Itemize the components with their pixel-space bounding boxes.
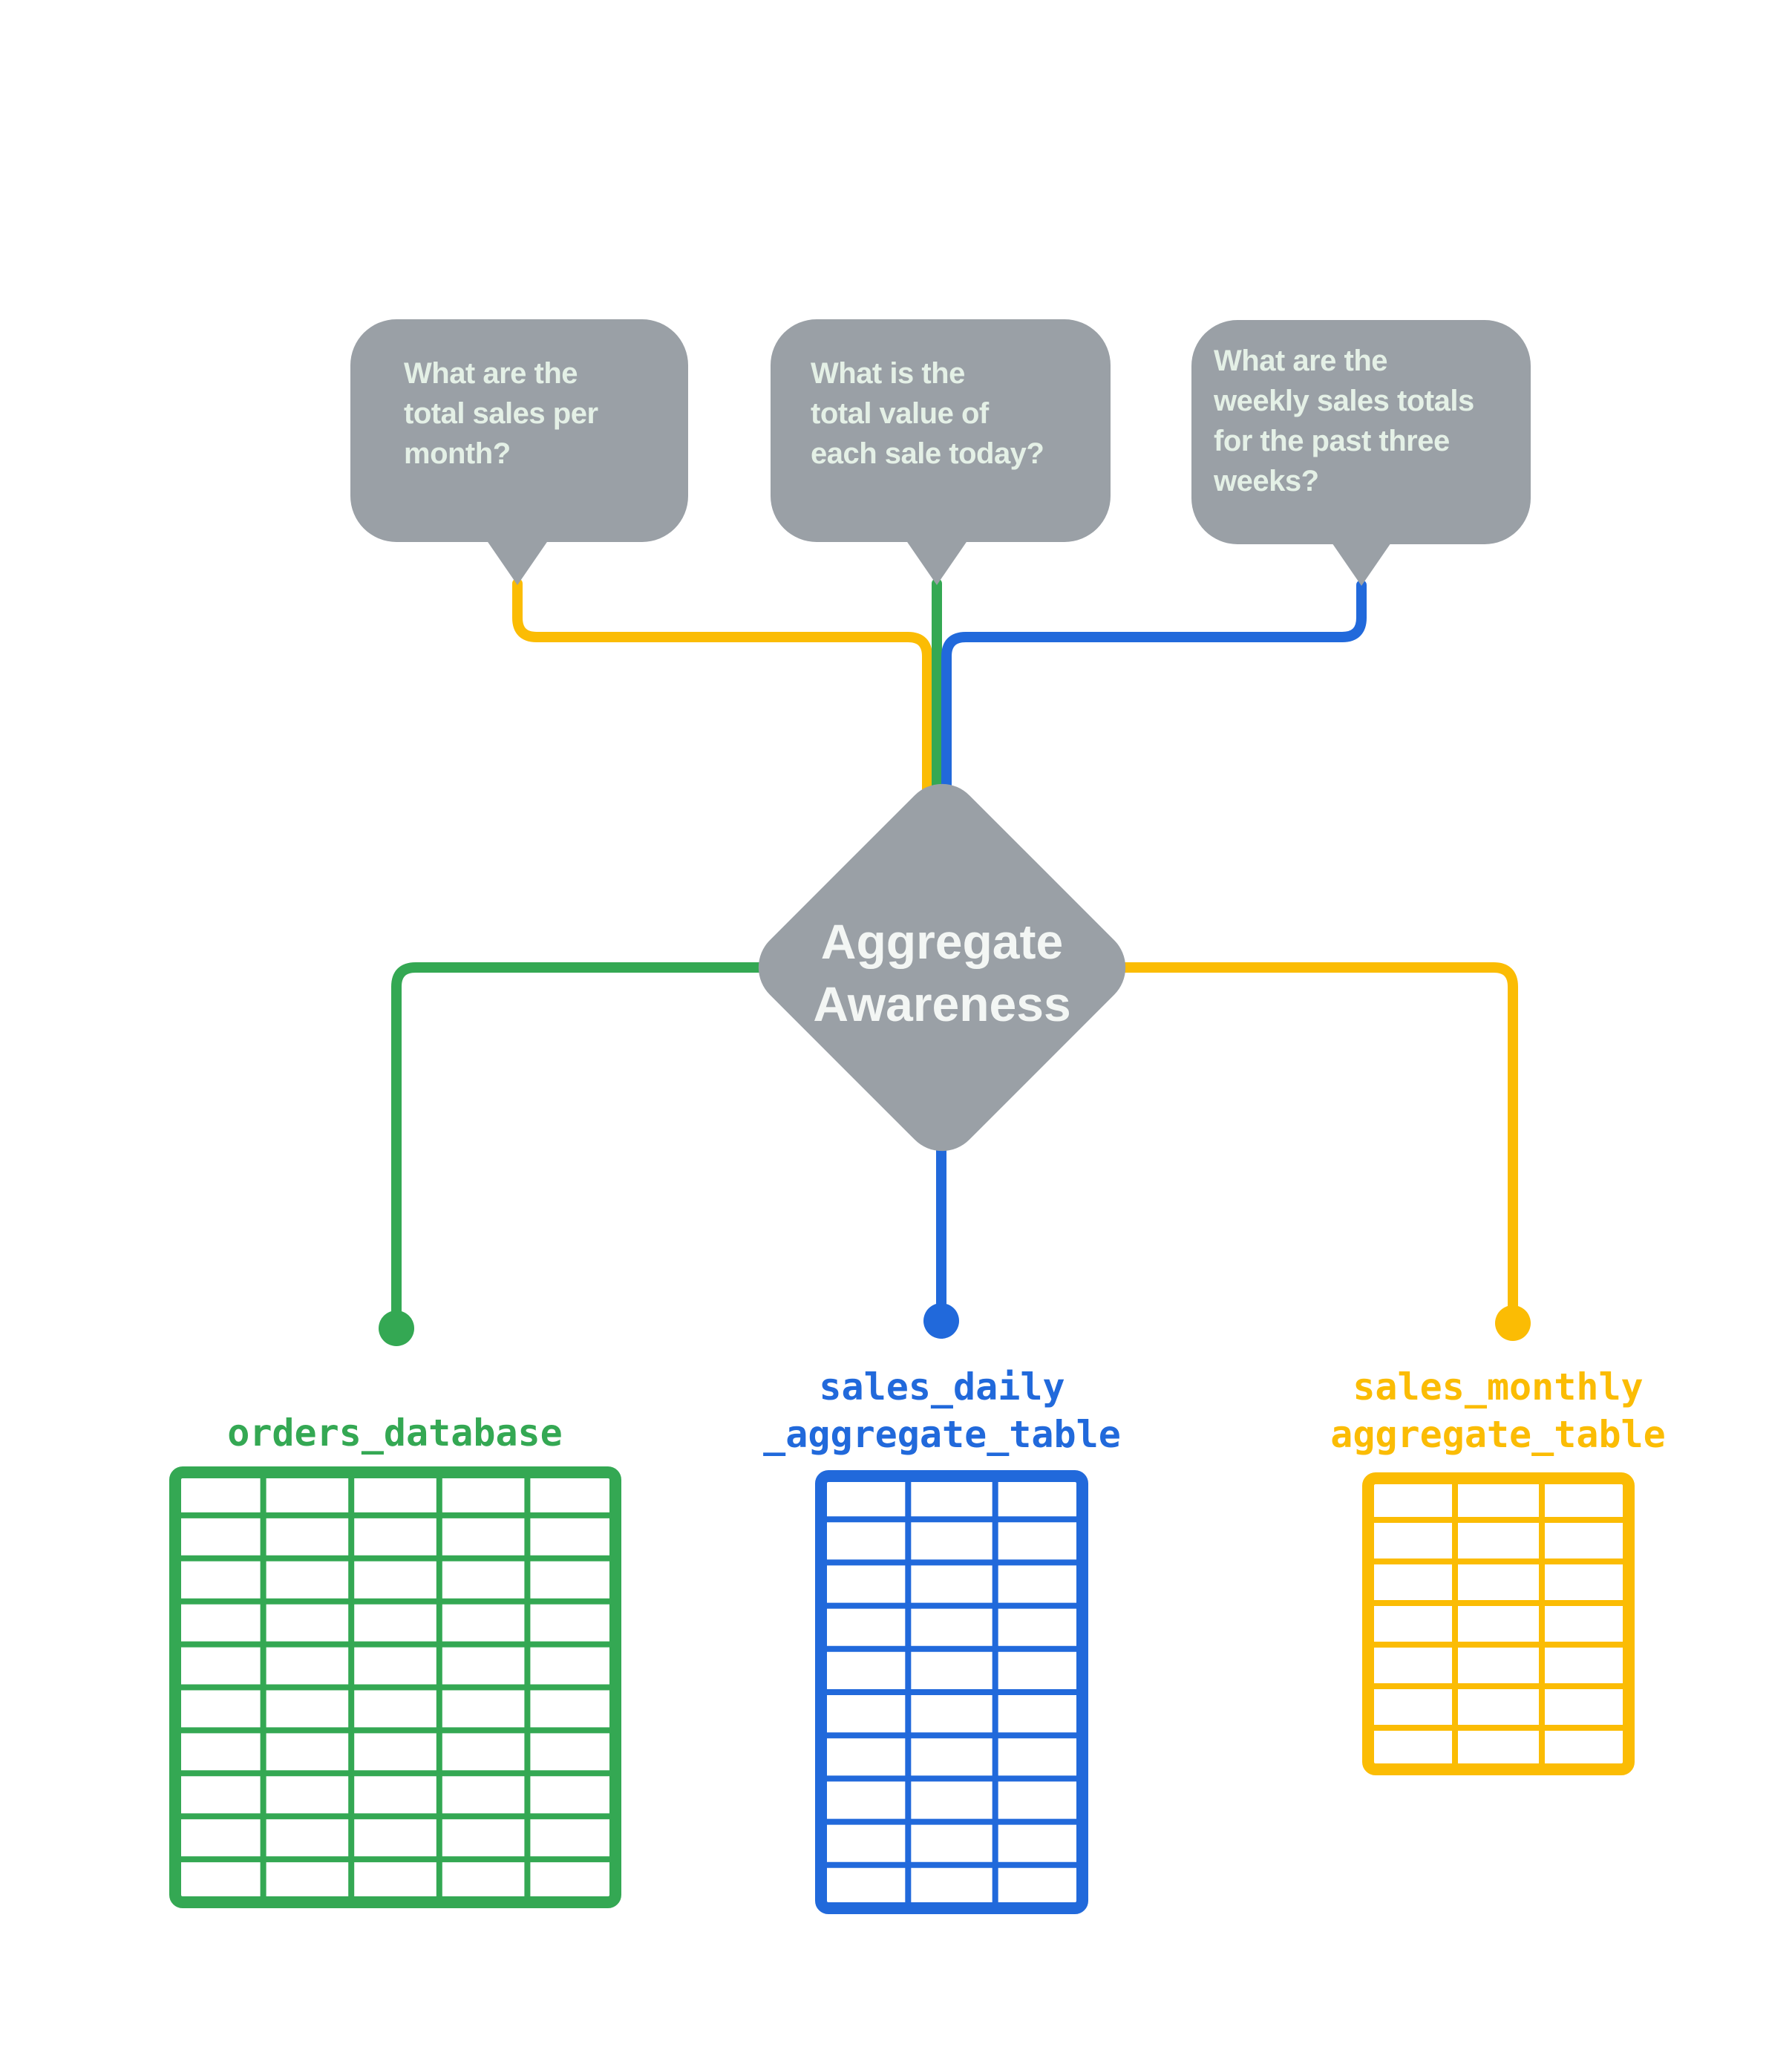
sales-monthly-aggregate-table-grid xyxy=(1362,1472,1635,1775)
green-table-branch-line xyxy=(391,962,770,1318)
blue-question-connector-line xyxy=(941,580,1367,803)
question-bubble-daily-sale-value: What is the total value of each sale tod… xyxy=(771,319,1111,542)
diamond-label: Aggregate Awareness xyxy=(813,914,1071,1031)
table-label-sales-monthly-aggregate: sales_monthly aggregate_table xyxy=(1330,1365,1666,1456)
blue-endpoint-dot xyxy=(923,1303,959,1339)
yellow-endpoint-dot xyxy=(1495,1305,1531,1341)
table-label-sales-daily-aggregate: sales_daily _aggregate_table xyxy=(763,1365,1121,1456)
orders-database-table-grid xyxy=(169,1466,621,1908)
sales-daily-aggregate-table-grid xyxy=(815,1470,1088,1914)
yellow-table-branch-line xyxy=(1114,962,1518,1312)
table-label-orders-database: orders_database xyxy=(227,1411,563,1455)
bubble-tail xyxy=(485,538,550,585)
green-endpoint-dot xyxy=(379,1311,414,1346)
bubble-tail xyxy=(904,538,969,585)
question-bubble-monthly-sales: What are the total sales per month? xyxy=(350,319,688,542)
question-bubble-weekly-totals: What are the weekly sales totals for the… xyxy=(1191,320,1531,544)
bubble-tail xyxy=(1329,538,1394,586)
yellow-question-connector-line xyxy=(512,578,932,803)
